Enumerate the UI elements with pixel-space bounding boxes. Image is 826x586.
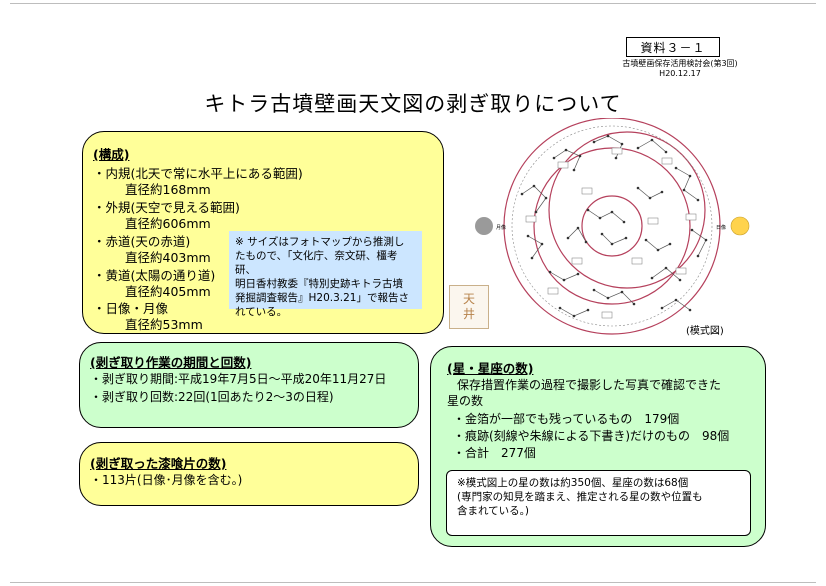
- schematic-caption: (模式図): [686, 326, 724, 337]
- note-line: ※ サイズはフォトマップから推測し: [235, 236, 405, 248]
- structure-line: 直径約53mm: [125, 317, 203, 332]
- sun-disc: [730, 216, 750, 236]
- stars-line: 星の数: [447, 394, 484, 408]
- meeting-name: 古墳壁画保存活用検討会(第3回): [622, 59, 738, 68]
- star-dots: [520, 134, 708, 318]
- stars-line: ・金箔が一部でも残っているもの 179個: [453, 412, 680, 426]
- structure-line: 直径約168mm: [125, 182, 211, 197]
- moon-label: 月像: [496, 224, 506, 231]
- structure-line: ・内規(北天で常に水平上にある範囲): [93, 166, 303, 181]
- structure-line: 直径約405mm: [125, 284, 211, 299]
- period-line: ・剥ぎ取り期間:平成19年7月5日～平成20年11月27日: [90, 372, 387, 386]
- period-heading: (剥ぎ取り作業の期間と回数): [90, 355, 252, 370]
- structure-line: ・赤道(天の赤道): [93, 234, 191, 249]
- structure-line: ・日像・月像: [93, 301, 169, 316]
- moon-disc: [475, 217, 493, 235]
- pieces-heading: (剥ぎ取った漆喰片の数): [90, 456, 227, 471]
- document-date: H20.12.17: [659, 69, 701, 78]
- structure-line: 直径約403mm: [125, 250, 211, 265]
- document-reference: 資料３－１: [626, 37, 720, 57]
- sun-label: 日像: [716, 224, 726, 231]
- inner-circle: [581, 195, 643, 257]
- outer-circle: [503, 118, 721, 335]
- star-count-note: ※模式図上の星の数は約350個、星座の数は68個 (専門家の知見を踏まえ、推定さ…: [446, 470, 751, 536]
- pieces-line: ・113片(日像･月像を含む。): [90, 473, 243, 487]
- ceiling-char: 井: [462, 307, 475, 321]
- structure-line: ・黄道(太陽の通り道): [93, 268, 216, 283]
- ceiling-char: 天: [462, 292, 475, 306]
- pieces-box: (剥ぎ取った漆喰片の数) ・113片(日像･月像を含む。): [79, 442, 419, 506]
- note-line: 含まれている。): [457, 505, 530, 517]
- outer-ring: [511, 125, 713, 327]
- size-source-note: ※ サイズはフォトマップから推測し たもので、「文化庁、奈文研、橿考研、 明日香…: [229, 231, 422, 318]
- note-line: 発掘調査報告』H20.3.21」で報告さ: [235, 292, 409, 304]
- page-top-border: [10, 3, 816, 4]
- constellation-label-boxes: [525, 147, 697, 319]
- stars-line: ・痕跡(刻線や朱線による下書き)だけのもの 98個: [453, 429, 730, 443]
- note-line: たもので、「文化庁、奈文研、橿考研、: [235, 250, 398, 276]
- ceiling-label: 天 井: [449, 285, 489, 329]
- stars-line: ・合計 277個: [453, 446, 536, 460]
- structure-line: 直径約606mm: [125, 216, 211, 231]
- star-map-schematic: 月像 日像: [475, 118, 750, 335]
- period-box: (剥ぎ取り作業の期間と回数) ・剥ぎ取り期間:平成19年7月5日～平成20年11…: [79, 342, 419, 428]
- stars-heading: (星・星座の数): [447, 361, 534, 376]
- ecliptic-circle: [548, 131, 706, 289]
- stars-line: 保存措置作業の過程で撮影した写真で確認できた: [457, 378, 722, 392]
- page-title: キトラ古墳壁画天文図の剥ぎ取りについて: [204, 92, 622, 116]
- structure-line: ・外規(天空で見える範囲): [93, 200, 240, 215]
- note-line: ※模式図上の星の数は約350個、星座の数は68個: [457, 477, 689, 489]
- period-line: ・剥ぎ取り回数:22回(1回あたり2～3の日程): [90, 390, 334, 404]
- note-line: 明日香村教委『特別史跡キトラ古墳: [235, 278, 403, 290]
- note-line: れている。: [235, 306, 288, 318]
- equator-circle: [533, 147, 691, 305]
- structure-heading: (構成): [93, 147, 130, 162]
- page-bottom-border: [10, 582, 816, 583]
- note-line: (専門家の知見を踏まえ、推定される星の数や位置も: [457, 491, 703, 503]
